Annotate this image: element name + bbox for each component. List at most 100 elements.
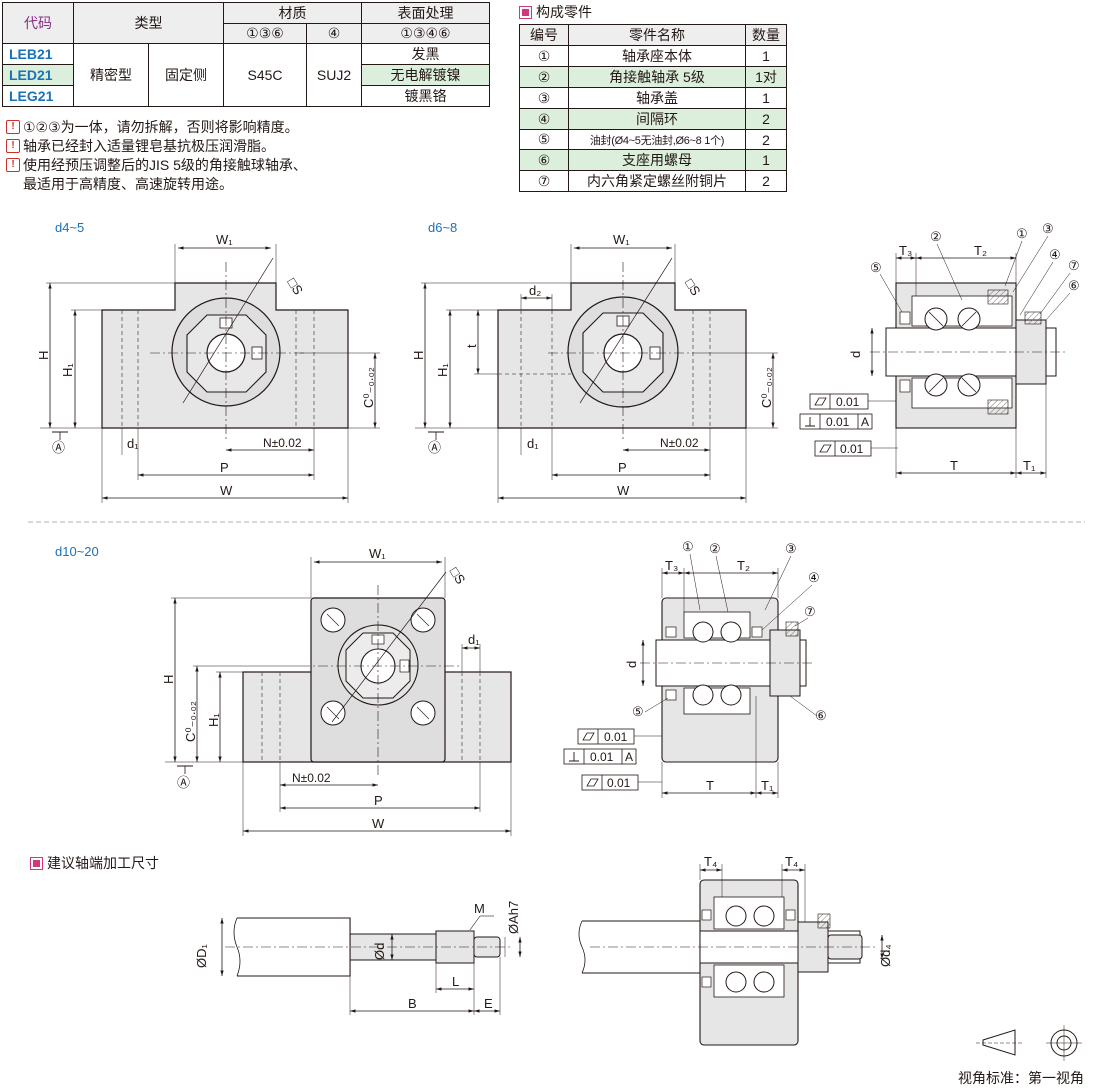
header-mat-sub1: ①③⑥ — [223, 23, 307, 44]
dim-t: T — [950, 458, 958, 473]
section-marker-icon — [30, 856, 43, 870]
dim-c: C⁰₋₀.₀₂ — [759, 367, 774, 408]
dim-w: W — [220, 483, 233, 498]
callout-1: ① — [1016, 226, 1028, 241]
dim-od4: Ød₄ — [878, 944, 893, 967]
dim-d1: d₁ — [127, 436, 139, 451]
dim-d: d — [624, 661, 639, 668]
tol-perpendicularity: 0.01 — [590, 750, 614, 764]
type-fixed: 固定侧 — [148, 43, 224, 107]
note-3: !使用经预压调整后的JIS 5级的角接触球轴承、 — [6, 156, 307, 175]
parts-header-name: 零件名称 — [568, 24, 746, 46]
dim-od1: ØD₁ — [194, 944, 209, 969]
callout-3: ③ — [1042, 221, 1054, 236]
callout-4: ④ — [808, 570, 820, 585]
tol-ref-a: A — [625, 750, 633, 764]
dim-h1: H₁ — [206, 713, 221, 727]
callout-2: ② — [930, 229, 942, 244]
shaft-end-drawing: ØD₁ Ød ØAh7 M L B E — [194, 901, 522, 1015]
dim-t: t — [464, 344, 479, 348]
dim-h: H — [161, 675, 176, 684]
dim-w1: W₁ — [369, 546, 386, 561]
first-angle-projection-icon — [976, 1025, 1082, 1061]
code-leg21: LEG21 — [2, 85, 74, 107]
dim-c: C⁰₋₀.₀₂ — [183, 701, 198, 742]
dim-h: H — [411, 351, 426, 360]
dim-t3: T₃ — [899, 243, 912, 258]
warning-icon: ! — [6, 139, 20, 153]
tol-perpendicularity: 0.01 — [826, 415, 850, 429]
drawing-d6-8: d6~8 W₁ □S d₂ t H H₁ — [411, 220, 778, 503]
dim-t3: T₃ — [665, 558, 678, 573]
callout-5: ⑤ — [870, 260, 882, 275]
section-marker-icon — [519, 5, 532, 19]
datum-a: Ⓐ — [177, 775, 190, 790]
note-1: !①②③为一体，请勿拆解，否则将影响精度。 — [6, 118, 307, 137]
dim-p: P — [374, 793, 383, 808]
spec-table: 代码 类型 材质 表面处理 ①③⑥ ④ ①③④⑥ LEB21 精密型 固定侧 S… — [2, 2, 490, 107]
tol-flatness-2: 0.01 — [840, 442, 864, 456]
callout-6: ⑥ — [815, 708, 827, 723]
callout-2: ② — [709, 541, 721, 556]
dim-w: W — [617, 483, 630, 498]
dim-s: □S — [285, 275, 307, 297]
dim-n: N±0.02 — [660, 436, 699, 450]
tol-flatness-2: 0.01 — [607, 776, 631, 790]
note-2: !轴承已经封入适量锂皂基抗极压润滑脂。 — [6, 137, 307, 156]
dim-t1: T₁ — [761, 778, 774, 793]
surface-nickel: 无电解镀镍 — [361, 64, 490, 86]
dim-t2: T₂ — [974, 243, 987, 258]
material-s45c: S45C — [223, 43, 307, 107]
datum-a: Ⓐ — [52, 440, 65, 455]
label-d10-20: d10~20 — [55, 544, 99, 559]
warning-icon: ! — [6, 158, 20, 172]
type-precision: 精密型 — [73, 43, 149, 107]
dim-c: C⁰₋₀.₀₂ — [361, 367, 376, 408]
dim-t: T — [706, 778, 714, 793]
dim-t4-left: T₄ — [704, 854, 717, 869]
dim-h1: H₁ — [435, 363, 450, 377]
dim-h1: H₁ — [60, 363, 75, 377]
dim-m: M — [474, 901, 485, 916]
projection-note: 视角标准：第一视角 — [958, 1070, 1084, 1086]
drawing-d4-5: d4~5 W₁ □S H H₁ C⁰₋₀.₀₂ Ⓐ — [36, 220, 380, 503]
dim-w1: W₁ — [216, 232, 233, 247]
drawing-d10-20: d10~20 W₁ □S d₁ — [55, 544, 512, 836]
dim-t2: T₂ — [737, 558, 750, 573]
surface-black-chrome: 镀黑铬 — [361, 85, 490, 107]
dim-s: □S — [447, 565, 469, 587]
dim-d: d — [848, 351, 863, 358]
label-d4-5: d4~5 — [55, 220, 84, 235]
dim-w1: W₁ — [613, 232, 630, 247]
callout-3: ③ — [785, 541, 797, 556]
callout-7: ⑦ — [1068, 258, 1080, 273]
dim-od: Ød — [372, 943, 387, 960]
callout-5: ⑤ — [632, 704, 644, 719]
parts-header-no: 编号 — [519, 24, 569, 46]
dim-t1: T₁ — [1023, 458, 1036, 473]
dim-n: N±0.02 — [263, 436, 302, 450]
dim-n: N±0.02 — [292, 771, 331, 785]
dim-p: P — [618, 460, 627, 475]
dim-t4-right: T₄ — [785, 854, 798, 869]
header-surface: 表面处理 — [361, 2, 490, 24]
notes: !①②③为一体，请勿拆解，否则将影响精度。 !轴承已经封入适量锂皂基抗极压润滑脂… — [6, 118, 307, 194]
warning-icon: ! — [6, 120, 20, 134]
dim-oah7: ØAh7 — [506, 901, 521, 934]
dim-e: E — [484, 996, 493, 1011]
shaft-assembly-drawing: T₄ T₄ Ød₄ — [578, 854, 893, 1046]
dim-p: P — [220, 460, 229, 475]
dim-s: □S — [682, 276, 704, 298]
dim-h: H — [36, 351, 51, 360]
callout-6: ⑥ — [1068, 278, 1080, 293]
callout-1: ① — [682, 539, 694, 554]
dim-d1: d₁ — [468, 632, 480, 647]
callout-4: ④ — [1049, 247, 1061, 262]
